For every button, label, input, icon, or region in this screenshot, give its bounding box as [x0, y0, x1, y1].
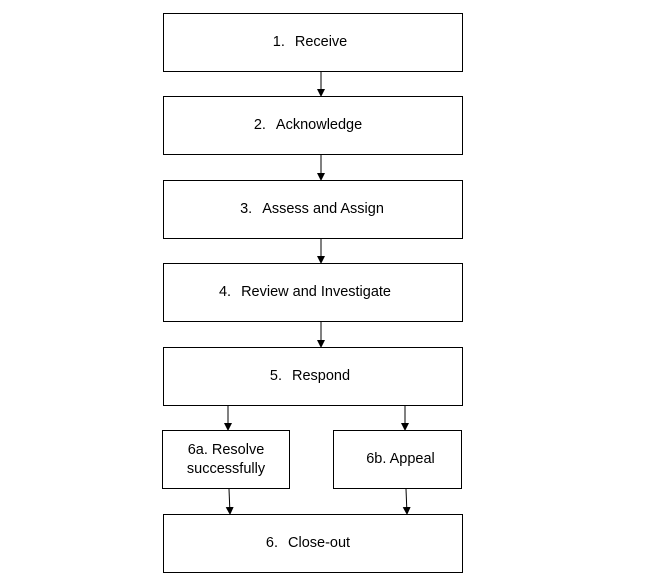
step-label: Assess and Assign — [262, 201, 384, 217]
step-respond-text: 5. Respond — [270, 367, 350, 386]
step-assess-box: 3. Assess and Assign — [163, 180, 463, 239]
step-resolve-line1: 6a. Resolve — [187, 441, 265, 458]
step-label: Close-out — [288, 535, 351, 551]
step-review-text: 4. Review and Investigate — [219, 283, 391, 302]
step-review-box: 4. Review and Investigate — [163, 263, 463, 322]
step-number: 6. — [265, 535, 279, 551]
step-label: Respond — [292, 368, 351, 384]
step-appeal-text: 6b. Appeal — [366, 450, 435, 469]
step-label: 6b. Appeal — [366, 451, 435, 467]
step-number: 1. — [272, 34, 285, 50]
step-assess-text: 3. Assess and Assign — [240, 200, 384, 219]
step-number: 5. — [269, 368, 283, 384]
step-acknowledge-box: 2. Acknowledge — [163, 96, 463, 155]
arrow-resolve-to-closeout — [225, 488, 234, 515]
step-resolve-line2: successfully — [186, 460, 266, 477]
step-number: 2. — [253, 117, 266, 133]
step-closeout-box: 6. Close-out — [163, 514, 463, 573]
step-respond-box: 5. Respond — [163, 347, 463, 406]
step-number: 3. — [240, 201, 253, 217]
step-label: Acknowledge — [275, 117, 363, 133]
step-resolve-box: 6a. Resolve successfully — [162, 430, 290, 489]
step-receive-text: 1. Receive — [273, 33, 347, 52]
step-label: Receive — [294, 34, 348, 50]
step-resolve-text: 6a. Resolve successfully — [187, 441, 265, 479]
step-label: Review and Investigate — [241, 284, 391, 300]
arrow-appeal-to-closeout — [402, 488, 411, 515]
step-number: 4. — [218, 284, 232, 300]
step-acknowledge-text: 2. Acknowledge — [254, 116, 362, 135]
step-closeout-text: 6. Close-out — [266, 534, 350, 553]
step-appeal-box: 6b. Appeal — [333, 430, 462, 489]
step-receive-box: 1. Receive — [163, 13, 463, 72]
